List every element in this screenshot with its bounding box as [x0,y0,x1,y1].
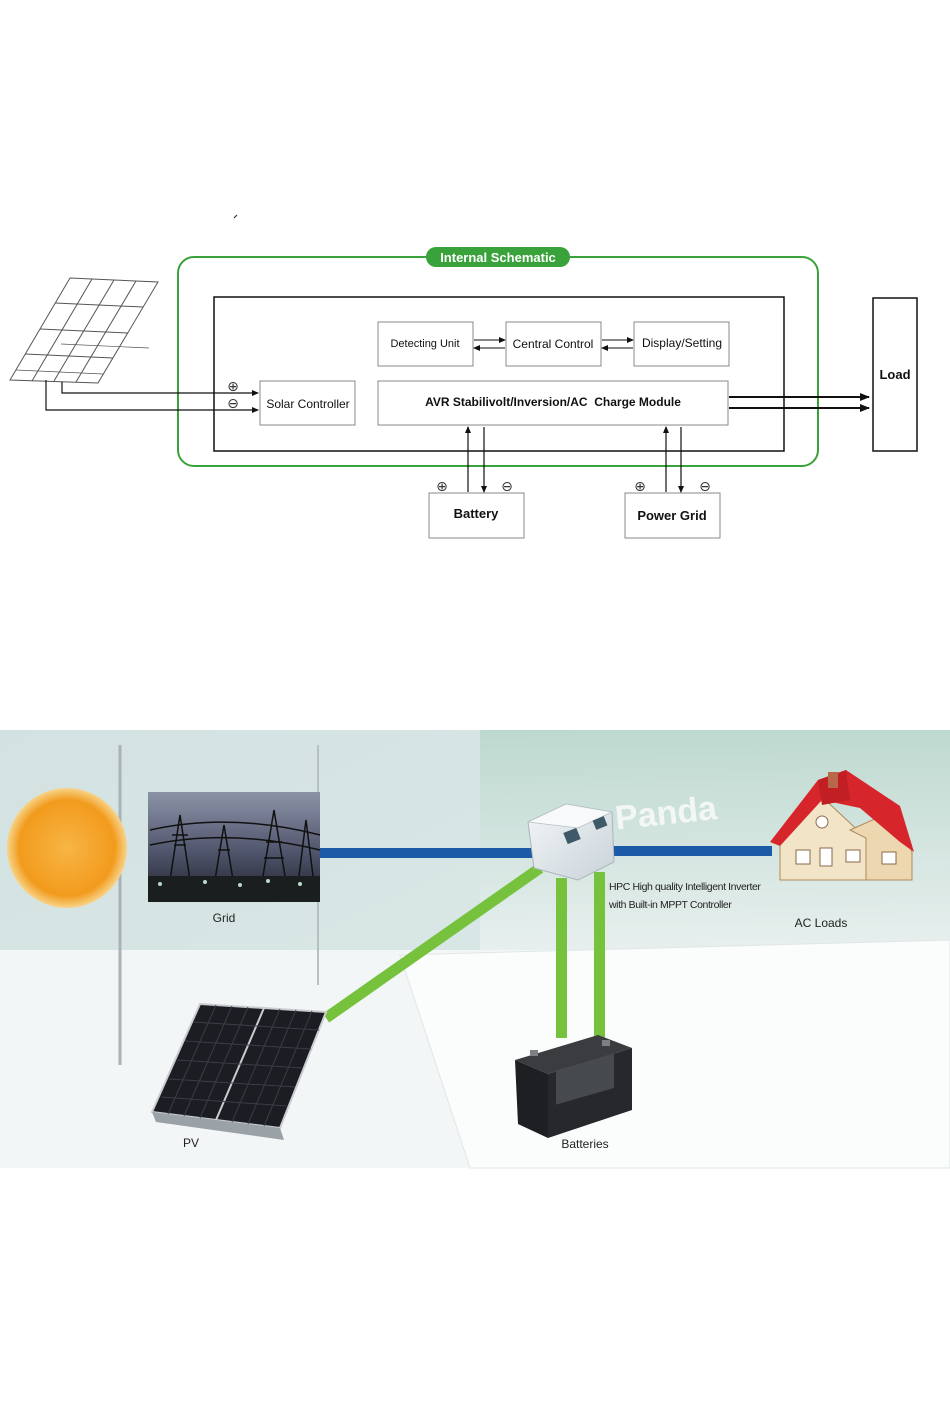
reception-desk [400,940,950,1168]
avr-module-label: AVR Stabilivolt/Inversion/AC Charge Modu… [425,395,681,409]
inverter-label-line1: HPC High quality Intelligent Inverter [609,881,761,893]
inner-frame [214,297,784,451]
pv-plus-symbol: ⊕ [227,379,239,395]
inverter-label-line2: with Built-in MPPT Controller [608,899,732,911]
batteries-label: Batteries [561,1137,608,1151]
grid-substation-image [148,792,320,902]
power-grid-label: Power Grid [637,508,706,523]
power-grid-minus-symbol: ⊖ [699,479,711,495]
solar-controller-label: Solar Controller [266,397,349,411]
inverter-to-loads-line [612,846,772,856]
installation-illustration: Panda Grid [0,730,950,1168]
solar-panel-sketch-icon [10,278,158,383]
battery-to-inverter-line-2 [594,872,605,1038]
battery-label: Battery [454,506,500,521]
detecting-unit-label: Detecting Unit [390,338,459,350]
ac-loads-label: AC Loads [795,916,848,930]
display-setting-label: Display/Setting [642,336,722,350]
pv-label: PV [183,1136,199,1150]
pv-minus-symbol: ⊖ [227,396,239,412]
grid-label: Grid [213,911,236,925]
inverter-icon [528,804,614,880]
battery-to-inverter-line-1 [556,878,567,1038]
battery-plus-symbol: ⊕ [436,479,448,495]
load-label: Load [879,367,910,382]
grid-to-inverter-line [320,848,532,858]
internal-schematic-title: Internal Schematic [440,250,556,265]
sun-icon [7,788,127,908]
stray-mark [234,215,237,218]
battery-minus-symbol: ⊖ [501,479,513,495]
central-control-label: Central Control [513,337,594,351]
internal-schematic-diagram: Internal Schematic Detecting Unit Centra… [10,215,917,538]
power-grid-plus-symbol: ⊕ [634,479,646,495]
